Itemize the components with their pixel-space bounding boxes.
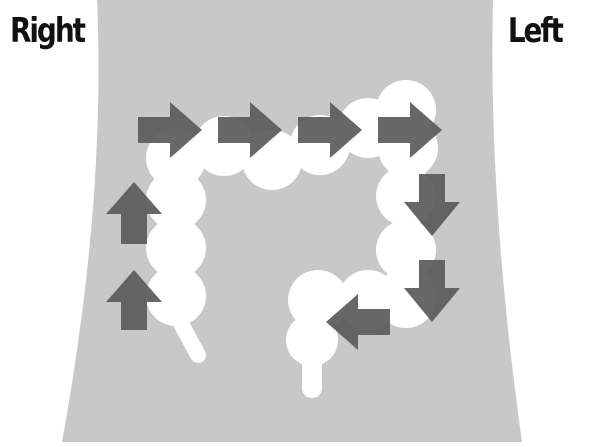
flow-arrows (106, 102, 460, 350)
arrow-down-icon (404, 174, 460, 236)
arrow-right-icon (298, 102, 362, 158)
arrow-down-icon (404, 260, 460, 322)
arrow-up-icon (106, 270, 162, 330)
label-left: Left (508, 11, 564, 51)
label-right: Right (10, 11, 86, 51)
arrow-right-icon (218, 102, 282, 158)
arrow-right-icon (138, 102, 202, 158)
arrow-left-icon (326, 294, 390, 350)
arrow-up-icon (106, 182, 162, 244)
arrow-right-icon (378, 102, 442, 158)
